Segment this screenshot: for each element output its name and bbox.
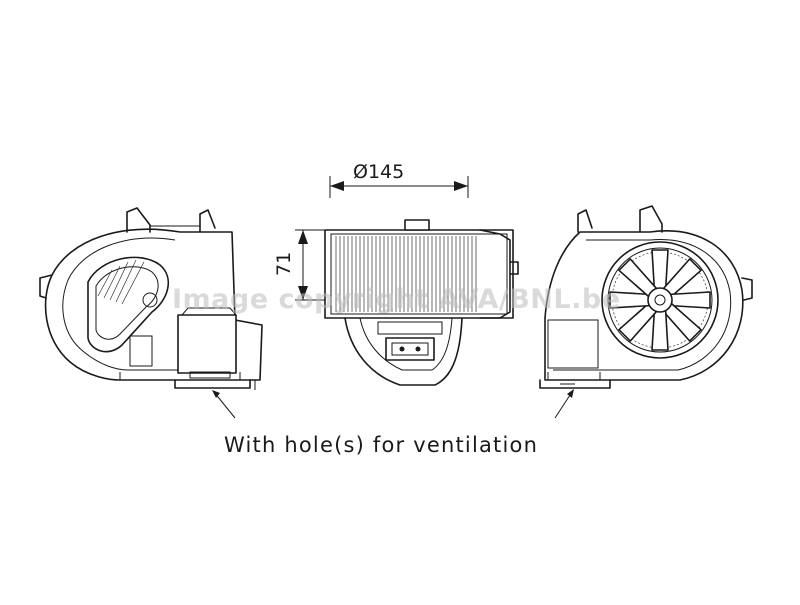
fan-ribs	[335, 236, 477, 312]
left-motor-body	[87, 256, 170, 353]
left-motor-body-inner	[95, 266, 159, 340]
diameter-label: Ø145	[353, 161, 404, 183]
right-bottom-ribs	[547, 372, 601, 385]
right-pointer-line	[554, 391, 573, 419]
left-bottom-ribs	[119, 372, 256, 390]
center-end-cap	[479, 229, 511, 319]
ventilation-caption: With hole(s) for ventilation	[224, 433, 538, 457]
center-connector-pin-2	[415, 346, 421, 352]
left-housing-outline	[44, 228, 263, 381]
center-connector	[385, 337, 435, 361]
left-pointer-line	[213, 391, 236, 419]
left-top-bracket-1	[126, 207, 151, 233]
center-connector-plug	[391, 342, 429, 356]
left-top-bracket-2	[199, 209, 216, 233]
left-small-box	[129, 335, 153, 367]
diameter-arrow-left	[330, 181, 344, 191]
right-pointer-arrowhead	[567, 389, 574, 398]
fan-hub-center	[654, 294, 666, 306]
right-top-bracket-2	[639, 205, 663, 233]
height-arrow-top	[298, 230, 308, 244]
right-top-bracket-1	[577, 209, 593, 233]
right-housing-inner	[553, 239, 732, 371]
center-top-tab	[404, 219, 430, 231]
left-connector-box	[177, 314, 237, 374]
fan-hub	[647, 287, 673, 313]
right-view	[539, 205, 753, 419]
right-lower-box	[547, 319, 599, 369]
diameter-arrow-right	[454, 181, 468, 191]
left-connector-top	[181, 307, 237, 316]
fan-cylinder-inner	[330, 233, 508, 315]
left-view	[39, 207, 263, 419]
right-housing-outline	[544, 230, 744, 381]
left-side-clip	[39, 274, 53, 299]
center-side-tab	[509, 261, 519, 275]
right-side-clip	[741, 277, 753, 301]
height-arrow-bottom	[298, 286, 308, 300]
right-bottom-tab	[539, 379, 611, 389]
fan-wheel-ring	[607, 247, 713, 353]
left-vent-slot	[189, 371, 231, 379]
left-bottom-tab	[174, 379, 251, 389]
center-view: Ø145 71	[273, 161, 519, 386]
center-connector-pin-1	[399, 346, 405, 352]
left-pivot	[142, 292, 158, 308]
center-motor-dome	[344, 317, 463, 386]
center-motor-dome-inner	[359, 317, 453, 371]
center-mount-plate	[377, 321, 443, 335]
left-blade-lines	[97, 259, 145, 305]
watermark-text: Image copyright AVA/BNL.be	[172, 284, 621, 315]
height-label: 71	[273, 252, 295, 276]
left-housing-inner	[62, 237, 182, 371]
left-pointer-arrowhead	[212, 390, 220, 398]
